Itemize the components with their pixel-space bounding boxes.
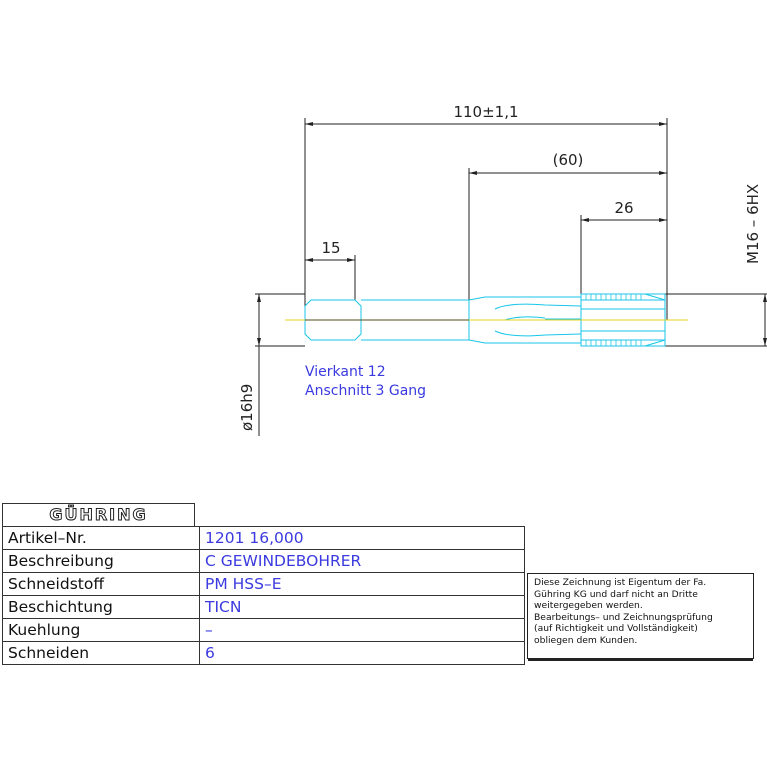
flute-upper: [494, 303, 582, 310]
title-block-rows: Artikel–Nr. 1201 16,000 Beschreibung C G…: [2, 526, 525, 665]
guehring-logo: GÜHRING: [49, 505, 148, 525]
table-row: Beschichtung TICN: [2, 595, 525, 619]
thread-hatch: [585, 294, 642, 346]
tap-tool: [304, 293, 666, 347]
table-row: Schneiden 6: [2, 641, 525, 665]
notice-line: (auf Richtigkeit und Vollständigkeit): [534, 623, 698, 635]
notice-line: Diese Zeichnung ist Eigentum der Fa.: [534, 577, 707, 588]
row-label-schneiden: Schneiden: [2, 641, 200, 665]
table-row: Kuehlung –: [2, 618, 525, 642]
table-row: Beschreibung C GEWINDEBOHRER: [2, 549, 525, 573]
row-value-schneiden: 6: [199, 641, 525, 665]
row-label-beschreibung: Beschreibung: [2, 549, 200, 573]
thread-spec-label: M16 – 6HX: [744, 184, 762, 264]
row-value-beschichtung: TICN: [199, 595, 525, 619]
row-label-beschichtung: Beschichtung: [2, 595, 200, 619]
notice-line: Bearbeitungs– und Zeichnungsprüfung: [534, 611, 713, 623]
flute-length-label: (60): [553, 151, 584, 169]
table-row: Artikel–Nr. 1201 16,000: [2, 526, 525, 550]
extension-lines: [255, 118, 767, 347]
row-value-artikel: 1201 16,000: [199, 526, 525, 550]
notice-line: obliegen dem Kunden.: [534, 634, 638, 646]
thread-length-label: 26: [614, 199, 633, 217]
flute-lower: [494, 330, 582, 337]
title-block: GÜHRING: [2, 503, 195, 527]
note-chamfer: Anschnitt 3 Gang: [305, 383, 426, 399]
shank-diameter-label: ø16h9: [238, 384, 256, 431]
row-value-schneidstoff: PM HSS–E: [199, 572, 525, 596]
row-label-schneidstoff: Schneidstoff: [2, 572, 200, 596]
notice-line: weitergegeben werden.: [534, 600, 643, 612]
dimension-lines: [257, 122, 767, 436]
row-value-kuehlung: –: [199, 618, 525, 642]
row-value-beschreibung: C GEWINDEBOHRER: [199, 549, 525, 573]
logo-cell: GÜHRING: [2, 503, 195, 527]
square-length-label: 15: [321, 239, 340, 257]
row-label-artikel: Artikel–Nr.: [2, 526, 200, 550]
overall-length-label: 110±1,1: [453, 103, 518, 121]
square-drive: [304, 299, 362, 341]
note-square: Vierkant 12: [305, 364, 386, 380]
ownership-notice: Diese Zeichnung ist Eigentum der Fa. Güh…: [527, 573, 754, 661]
notice-line: Gühring KG und darf nicht an Dritte: [534, 588, 698, 600]
row-label-kuehlung: Kuehlung: [2, 618, 200, 642]
table-row: Schneidstoff PM HSS–E: [2, 572, 525, 596]
